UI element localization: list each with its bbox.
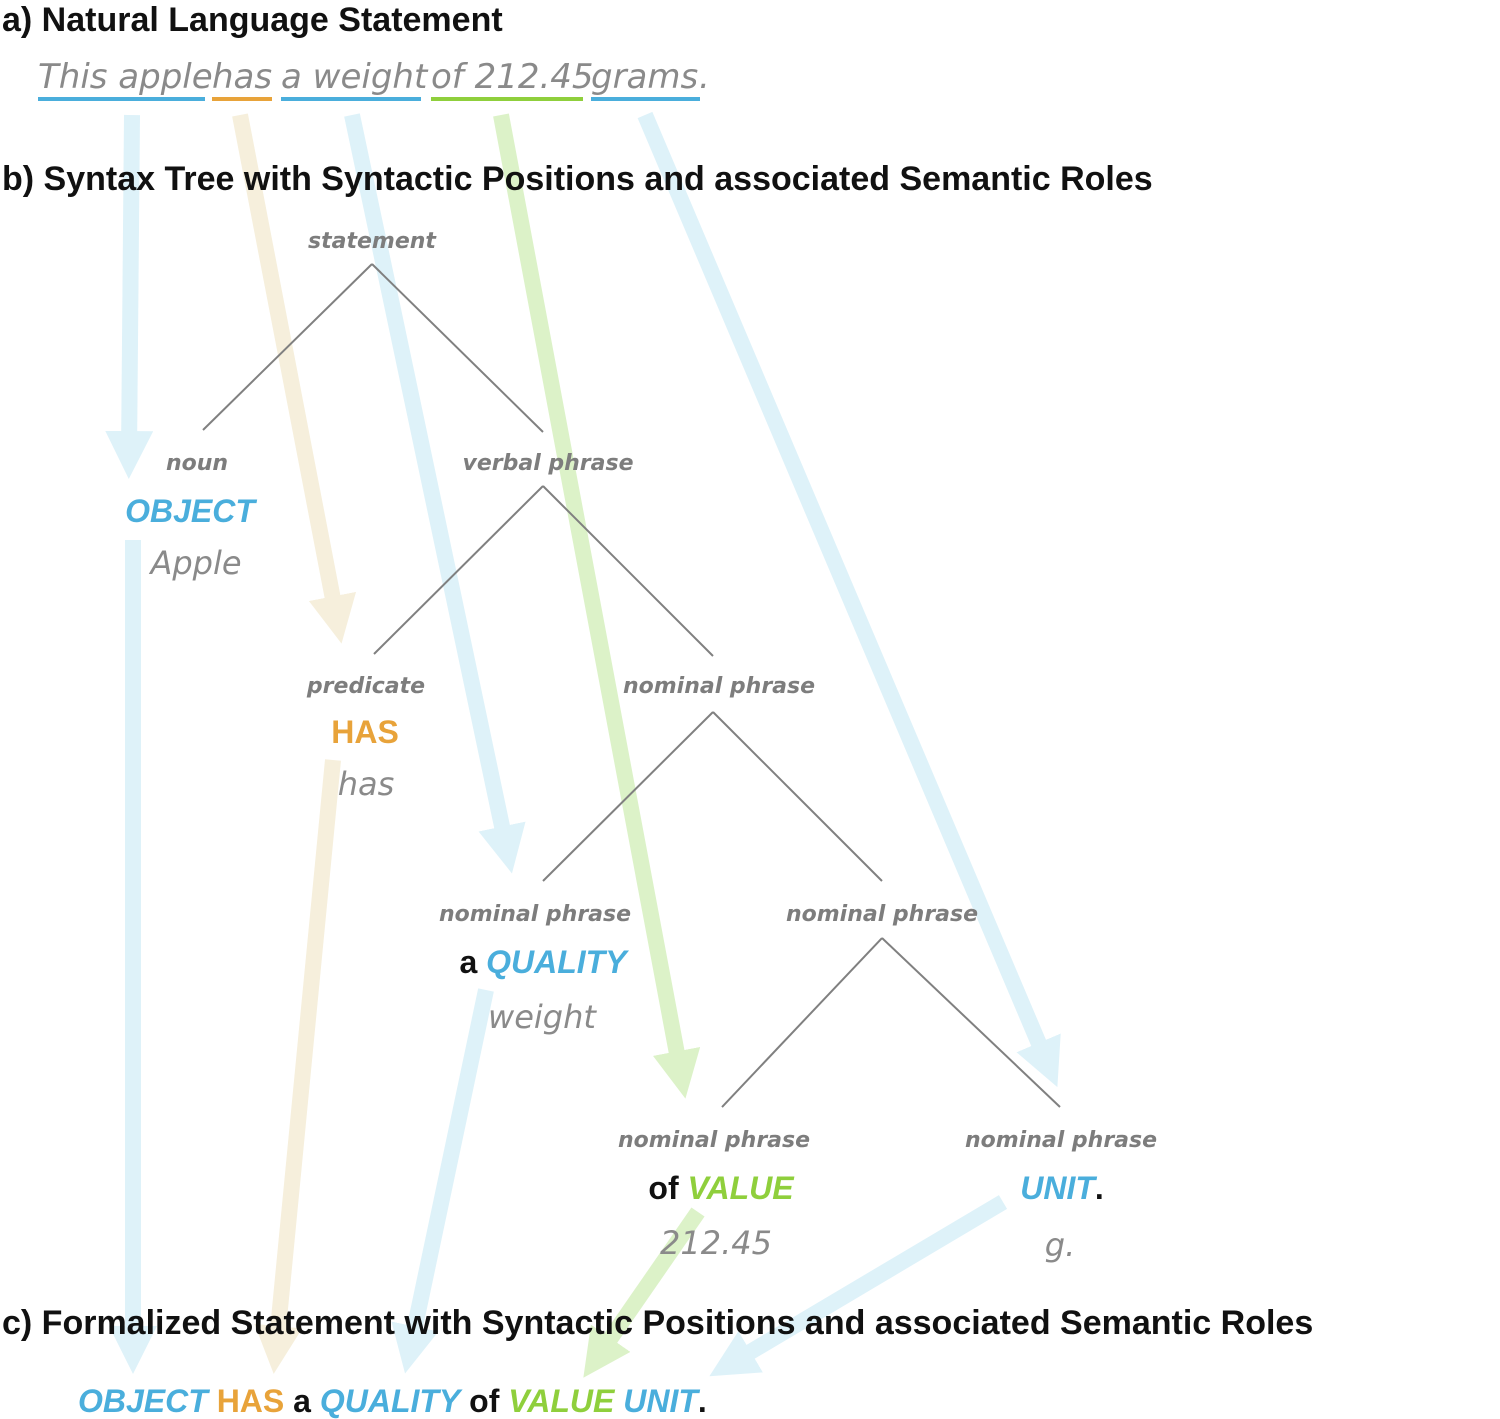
formal-object: OBJECT (78, 1383, 210, 1419)
node-noun: noun (166, 451, 228, 476)
role-unit: UNIT (1020, 1170, 1097, 1206)
formalized-statement: OBJECT HAS a QUALITY of VALUE UNIT. (78, 1383, 707, 1419)
section-b-title: b) Syntax Tree with Syntactic Positions … (2, 160, 1153, 198)
node-verbal-phrase: verbal phrase (462, 451, 633, 476)
formal-quality: QUALITY (320, 1383, 463, 1419)
value-line: of VALUE (648, 1170, 795, 1206)
word-has: has (338, 765, 395, 803)
formal-value: VALUE (508, 1383, 616, 1419)
underline-a-weight (281, 97, 421, 101)
token-of-value: of 212.45 (431, 57, 594, 97)
underline-has (212, 97, 272, 101)
section-a-title: a) Natural Language Statement (2, 1, 503, 39)
arrow-has-to-formal (254, 759, 341, 1374)
natural-sentence: This apple has a weight of 212.45 grams … (38, 57, 710, 101)
role-value: VALUE (688, 1170, 796, 1206)
arrow-of-value-to-value (493, 113, 701, 1099)
mapping-arrows (105, 111, 1061, 1378)
node-nominal-phrase-mid: nominal phrase (786, 902, 978, 927)
arrow-value-to-formal (583, 1207, 705, 1378)
node-nominal-phrase-top: nominal phrase (623, 674, 815, 699)
role-object: OBJECT (125, 493, 257, 529)
arrow-this-apple-to-object (105, 114, 154, 479)
underline-this-apple (38, 97, 205, 101)
unit-period: . (1095, 1170, 1104, 1206)
node-nominal-phrase-quality: nominal phrase (439, 902, 631, 927)
unit-line: UNIT. (1020, 1170, 1104, 1206)
arrow-quality-to-formal (391, 988, 494, 1374)
formal-a: a (293, 1383, 311, 1419)
arrow-a-weight-to-quality (344, 113, 526, 874)
formal-of: of (469, 1383, 500, 1419)
word-212-45: 212.45 (660, 1224, 772, 1262)
arrow-unit-to-formal (709, 1195, 1008, 1377)
formal-unit: UNIT (623, 1383, 700, 1419)
word-g: g. (1045, 1226, 1075, 1264)
prefix-of: of (648, 1170, 679, 1206)
formal-has: HAS (217, 1383, 285, 1419)
node-nominal-phrase-unit: nominal phrase (965, 1128, 1157, 1153)
underline-grams (591, 97, 700, 101)
token-grams: grams (591, 57, 698, 97)
role-has: HAS (331, 714, 399, 750)
section-c-title: c) Formalized Statement with Syntactic P… (2, 1304, 1313, 1342)
quality-line: a QUALITY (459, 944, 629, 980)
token-a-weight: a weight (281, 57, 429, 97)
role-quality: QUALITY (486, 944, 629, 980)
token-period: . (699, 57, 710, 97)
word-weight: weight (488, 998, 597, 1036)
prefix-a: a (459, 944, 477, 980)
underline-of-value (431, 97, 583, 101)
tree-edges (202, 263, 1061, 1108)
node-statement: statement (308, 229, 437, 254)
arrow-grams-to-unit (637, 111, 1061, 1088)
node-predicate: predicate (306, 674, 425, 699)
token-this-apple: This apple (38, 57, 213, 97)
arrow-has-to-predicate (232, 113, 357, 644)
node-nominal-phrase-value: nominal phrase (618, 1128, 810, 1153)
formal-period: . (698, 1383, 707, 1419)
token-has: has (212, 57, 272, 97)
word-apple: Apple (148, 544, 241, 582)
